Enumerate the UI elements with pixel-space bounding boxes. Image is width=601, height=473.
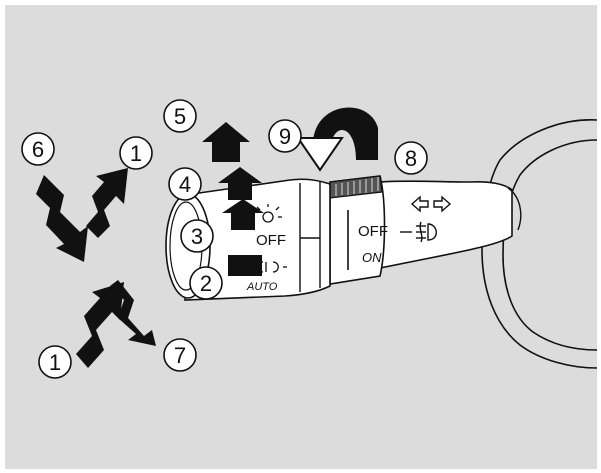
svg-text:1: 1 — [130, 141, 142, 166]
arrow-up-3 — [222, 199, 264, 230]
callout-3: 3 — [180, 219, 214, 253]
flash-arrow-7 — [110, 280, 156, 346]
flash-arrow-1-upper — [86, 168, 128, 238]
arrow-up-4 — [218, 167, 262, 200]
rotate-arrow-9 — [296, 107, 378, 172]
svg-text:4: 4 — [179, 172, 191, 197]
callout-8: 8 — [394, 141, 428, 175]
auto-label: AUTO — [246, 281, 278, 293]
svg-text:5: 5 — [174, 104, 186, 129]
fog-on-label: ON — [362, 250, 382, 265]
callout-1-lower: 1 — [38, 345, 72, 379]
combination-switch-diagram: OFF AUTO OFF ON 1 1 2 — [21, 99, 597, 379]
svg-text:6: 6 — [32, 137, 44, 162]
flash-arrow-1-lower — [76, 282, 124, 368]
callout-1-upper: 1 — [119, 136, 153, 170]
steering-column — [481, 119, 597, 369]
diagram-canvas: OFF AUTO OFF ON 1 1 2 — [5, 5, 597, 469]
fog-light-icon — [416, 221, 437, 243]
callout-6: 6 — [21, 132, 55, 166]
flash-arrow-6 — [36, 175, 88, 262]
arrow-up-5 — [202, 122, 250, 162]
svg-text:9: 9 — [279, 124, 291, 149]
callout-5: 5 — [163, 99, 197, 133]
headlight-on-icon — [256, 204, 282, 223]
svg-text:8: 8 — [405, 146, 417, 171]
svg-text:2: 2 — [200, 271, 212, 296]
callout-9: 9 — [268, 119, 302, 153]
svg-text:1: 1 — [49, 350, 61, 375]
fog-off-label: OFF — [358, 223, 388, 240]
headlight-off-label: OFF — [256, 232, 286, 249]
svg-text:3: 3 — [191, 224, 203, 249]
callout-7: 7 — [163, 338, 197, 372]
stalk-arm — [379, 180, 522, 269]
callout-2: 2 — [189, 266, 223, 300]
svg-text:7: 7 — [174, 343, 186, 368]
arrow-down-2 — [228, 255, 262, 276]
callout-4: 4 — [168, 167, 202, 201]
turn-signal-arrows-icon — [410, 195, 452, 213]
